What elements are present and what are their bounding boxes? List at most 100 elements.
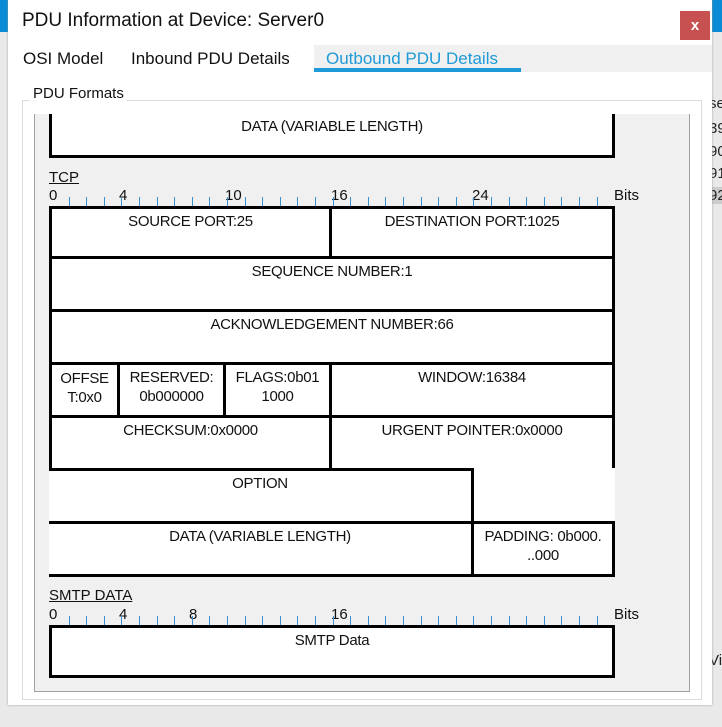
checksum-field: CHECKSUM:0x0000 [49,415,332,471]
ruler-tick [526,616,528,626]
tcp-data-field: DATA (VARIABLE LENGTH) [49,521,474,577]
ruler-tick [121,616,123,626]
ruler-tick [139,197,140,207]
ruler-tick [68,197,70,207]
ruler-label: 4 [119,606,128,623]
ruler-tick [191,197,193,207]
ruler-label: 10 [225,187,242,204]
bits-label: Bits [614,606,640,623]
window-field: WINDOW:16384 [329,362,615,418]
group-label: PDU Formats [30,85,127,102]
ruler-tick [543,197,545,207]
padding-field: PADDING: 0b000. ..000 [471,521,615,577]
ruler-tick [297,616,299,626]
smtp-data-field: SMTP Data [49,625,615,678]
ruler-tick [367,197,369,207]
ruler-tick [332,616,334,626]
ruler-label: 16 [331,606,348,623]
tab-inbound-pdu[interactable]: Inbound PDU Details [131,49,290,68]
tab-bar [314,45,712,72]
ruler-tick [315,197,316,207]
ruler-tick [244,197,246,207]
ruler-tick [350,197,352,207]
ruler-tick [543,616,545,626]
ruler-tick [279,197,281,207]
active-tab-underline [314,68,521,72]
ruler-tick [279,616,281,626]
ruler-tick [579,197,580,207]
ruler-tick [174,616,176,626]
ruler-tick [332,197,334,207]
ruler-tick [315,616,316,626]
ruler-tick [227,197,228,207]
ruler-tick [455,616,457,626]
ruler-tick [403,616,404,626]
option-remainder [471,468,615,524]
ruler-tick [438,197,440,207]
bg-text: Vis [709,652,722,669]
ruler-tick [473,616,475,626]
pdu-scroll-panel[interactable]: DATA (VARIABLE LENGTH) TCP 0 4 10 16 24 … [34,114,690,692]
ruler-tick [156,616,158,626]
ruler-tick [438,616,440,626]
bg-text: 91 [709,165,722,182]
pdu-dialog: PDU Information at Device: Server0 x OSI… [8,0,712,705]
ruler-tick [508,197,510,207]
ruler-tick [262,197,264,207]
ruler-tick [209,197,211,207]
ack-number-field: ACKNOWLEDGEMENT NUMBER:66 [49,309,615,365]
ruler-tick [491,616,492,626]
ruler-tick [227,616,228,626]
source-port-field: SOURCE PORT:25 [49,206,332,259]
ruler-tick [103,197,105,207]
ruler-tick [209,616,211,626]
vertical-scrollbar[interactable] [689,114,690,691]
option-field: OPTION [49,468,474,524]
ruler-label: 16 [331,187,348,204]
ruler-tick [403,197,404,207]
bg-text: 90 [709,143,722,160]
ruler-label: 8 [189,606,198,623]
data-field: DATA (VARIABLE LENGTH) [49,114,615,158]
ruler-tick [473,197,475,207]
flags-field: FLAGS:0b01 1000 [223,362,332,418]
bits-label: Bits [614,187,640,204]
ruler-tick [561,616,563,626]
ruler-tick [297,197,299,207]
ruler-tick [455,197,457,207]
ruler-tick [350,616,352,626]
dialog-title: PDU Information at Device: Server0 [22,10,325,31]
ruler-tick [579,616,580,626]
close-button[interactable]: x [680,11,710,40]
ruler-tick [86,197,88,207]
ruler-tick [420,197,422,207]
ruler-tick [491,197,492,207]
tcp-section-label: TCP [49,169,79,186]
offset-field: OFFSE T:0x0 [49,362,120,418]
ruler-tick [385,197,387,207]
reserved-field: RESERVED: 0b000000 [117,362,226,418]
bg-text: 92 [709,187,722,204]
ruler-tick [244,616,246,626]
urgent-pointer-field: URGENT POINTER:0x0000 [329,415,615,471]
ruler-tick [68,616,70,626]
ruler-tick [367,616,369,626]
ruler-tick [596,197,598,207]
ruler-tick [420,616,422,626]
ruler-tick [561,197,563,207]
ruler-tick [596,616,598,626]
ruler-tick [156,197,158,207]
tab-osi-model[interactable]: OSI Model [23,49,104,68]
ruler-label: 24 [472,187,489,204]
smtp-section-label: SMTP DATA [49,587,133,604]
ruler-tick [508,616,510,626]
ruler-tick [174,197,176,207]
ruler-tick [385,616,387,626]
bg-text: 39 [709,120,722,137]
tab-outbound-pdu[interactable]: Outbound PDU Details [326,49,498,68]
bg-text: se [709,95,722,112]
ruler-tick [121,197,123,207]
ruler-tick [526,197,528,207]
ruler-tick [191,616,193,626]
pdu-formats-group [22,100,702,700]
